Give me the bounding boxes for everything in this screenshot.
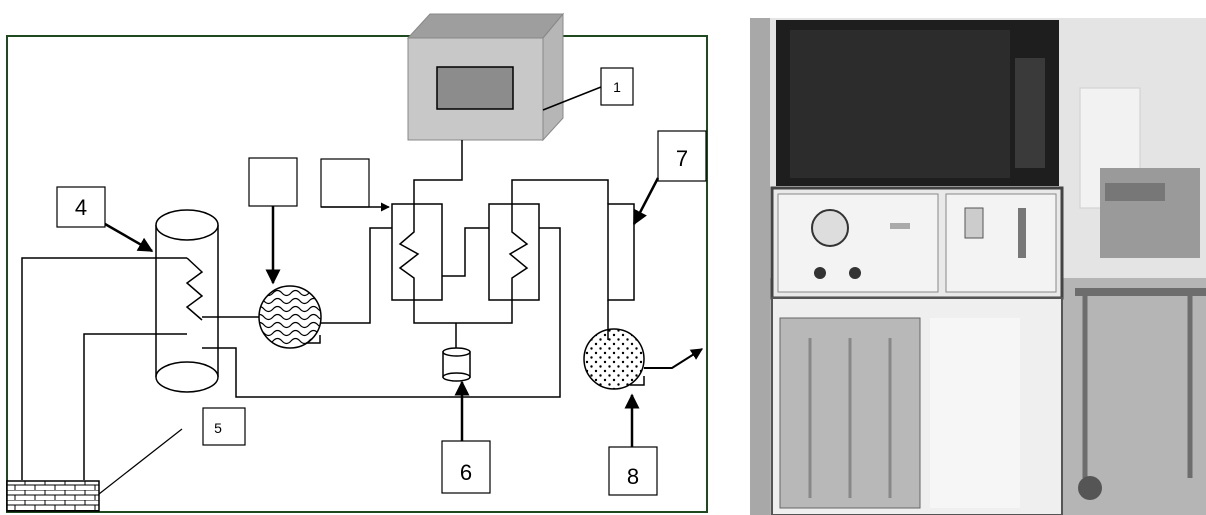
label-7: 7 (676, 146, 688, 171)
dotted-pump (584, 329, 644, 389)
label-6: 6 (460, 460, 472, 485)
label-5: 5 (214, 420, 222, 436)
label-8: 8 (627, 464, 639, 489)
instrument-screen (437, 67, 513, 109)
cylinder-vessel (156, 210, 218, 392)
apparatus-photo (750, 18, 1206, 515)
instrument-box (408, 14, 563, 140)
diagram-frame (7, 36, 707, 512)
label-1: 1 (613, 79, 621, 95)
filter-element (608, 204, 634, 300)
wavy-pump (255, 286, 327, 348)
photo-gauge (812, 210, 848, 246)
heater-bricks (7, 481, 99, 511)
schematic-diagram: 1 4 5 (0, 0, 720, 515)
label-box-5 (203, 408, 245, 445)
empty-box-left (249, 158, 297, 206)
small-container (443, 348, 470, 381)
separation-column-1 (392, 204, 442, 300)
separation-column-2 (489, 204, 539, 300)
empty-box-right (321, 159, 369, 207)
label-4: 4 (75, 195, 87, 220)
photo-side-equipment (1100, 168, 1200, 258)
